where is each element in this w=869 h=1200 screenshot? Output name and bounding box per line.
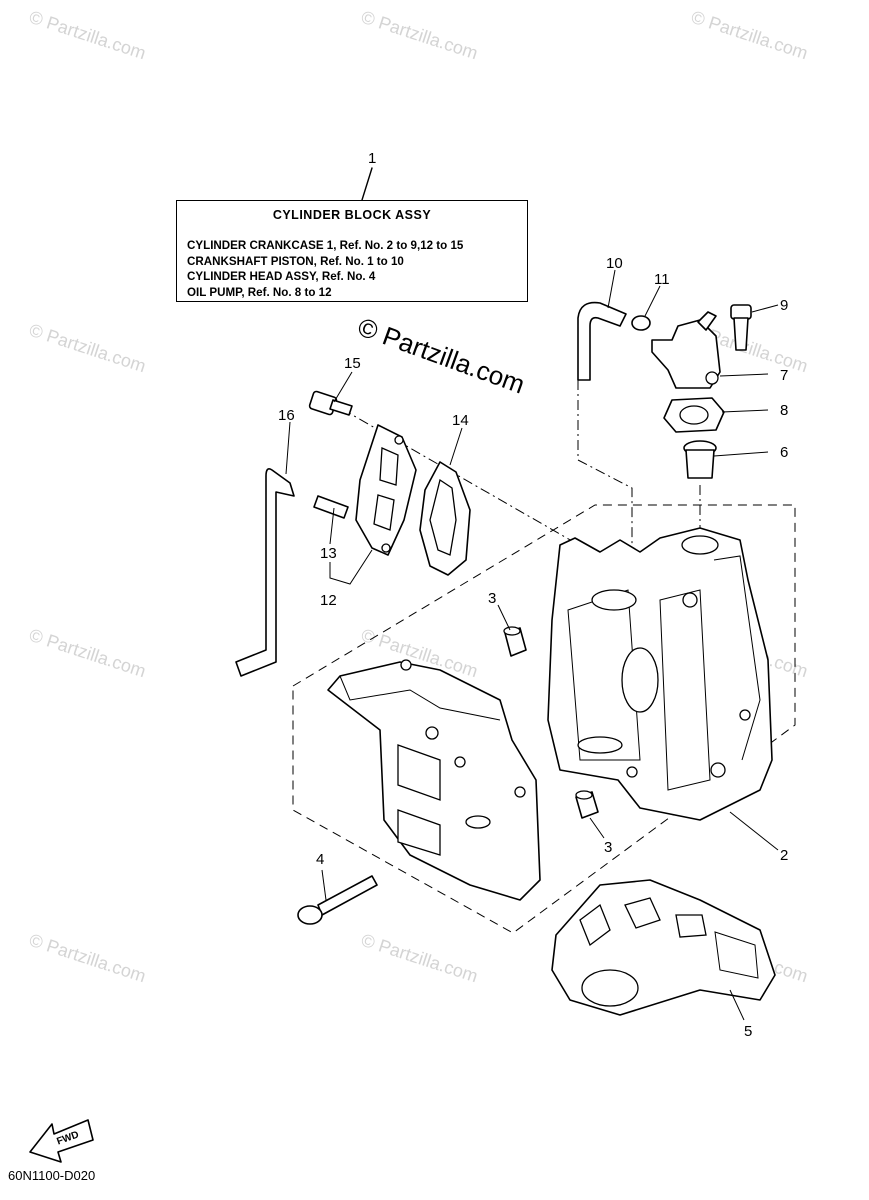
hose-16 (235, 468, 295, 677)
watermark: © Partzilla.com (689, 7, 811, 64)
gasket-8 (663, 397, 725, 433)
watermark: © Partzilla.com (27, 320, 149, 377)
callout-8: 8 (780, 402, 788, 419)
watermark: © Partzilla.com (27, 7, 149, 64)
watermark: © Partzilla.com (359, 930, 481, 987)
callout-leaders (285, 269, 779, 1021)
clip-11 (631, 315, 651, 331)
callout-6: 6 (780, 444, 788, 461)
callout-1: 1 (368, 150, 376, 167)
gasket-14 (419, 461, 471, 576)
watermark: © Partzilla.com (359, 7, 481, 64)
callout-7: 7 (780, 367, 788, 384)
legend-line: CYLINDER HEAD ASSY, Ref. No. 4 (187, 270, 376, 283)
hose-10 (577, 301, 627, 381)
callout-3-lower: 3 (604, 839, 612, 856)
callout-12: 12 (320, 592, 337, 609)
callout-9: 9 (780, 297, 788, 314)
watermark: © Partzilla.com (27, 930, 149, 987)
leader-1 (361, 167, 373, 201)
cylinder-head-4 (327, 659, 541, 901)
legend-lines: CYLINDER CRANKCASE 1, Ref. No. 2 to 9,12… (187, 238, 463, 300)
dowel-3 (503, 626, 527, 657)
callout-4: 4 (316, 851, 324, 868)
thermostat-6 (683, 440, 717, 479)
watermark-center: © Partzilla.com (354, 311, 529, 399)
watermark: © Partzilla.com (27, 625, 149, 682)
legend-line: CYLINDER CRANKCASE 1, Ref. No. 2 to 9,12… (187, 239, 464, 252)
cover-12 (355, 424, 417, 556)
callout-13: 13 (320, 545, 337, 562)
bolt-15 (308, 390, 353, 416)
callout-15: 15 (344, 355, 361, 372)
callout-16: 16 (278, 407, 295, 424)
assembly-dash-frame (292, 504, 796, 934)
callout-11: 11 (654, 271, 670, 288)
callout-14: 14 (452, 412, 469, 429)
diagram-code: 60N1100-D020 (8, 1168, 96, 1183)
callout-10: 10 (606, 255, 623, 272)
cylinder-crankcase-2 (547, 527, 773, 821)
legend-box: CYLINDER BLOCK ASSY CYLINDER CRANKCASE 1… (176, 200, 528, 302)
dowel-3-lower (575, 790, 599, 819)
bolt-9 (730, 304, 752, 351)
gasket-5 (551, 879, 776, 1016)
fwd-arrow-icon: FWD (29, 1119, 94, 1163)
callout-2: 2 (780, 847, 788, 864)
callout-numbers: 1 2 3 3 4 5 6 7 8 9 10 11 12 13 14 15 16 (278, 150, 788, 1040)
legend-title: CYLINDER BLOCK ASSY (272, 208, 432, 222)
legend-line: CRANKSHAFT PISTON, Ref. No. 1 to 10 (187, 254, 404, 268)
callout-5: 5 (744, 1023, 752, 1040)
long-bolt-4 (297, 875, 378, 925)
legend-line: OIL PUMP, Ref. No. 8 to 12 (187, 285, 332, 299)
callout-3: 3 (488, 590, 496, 607)
thermostat-cover-7 (651, 311, 721, 389)
stud-13 (313, 495, 349, 519)
